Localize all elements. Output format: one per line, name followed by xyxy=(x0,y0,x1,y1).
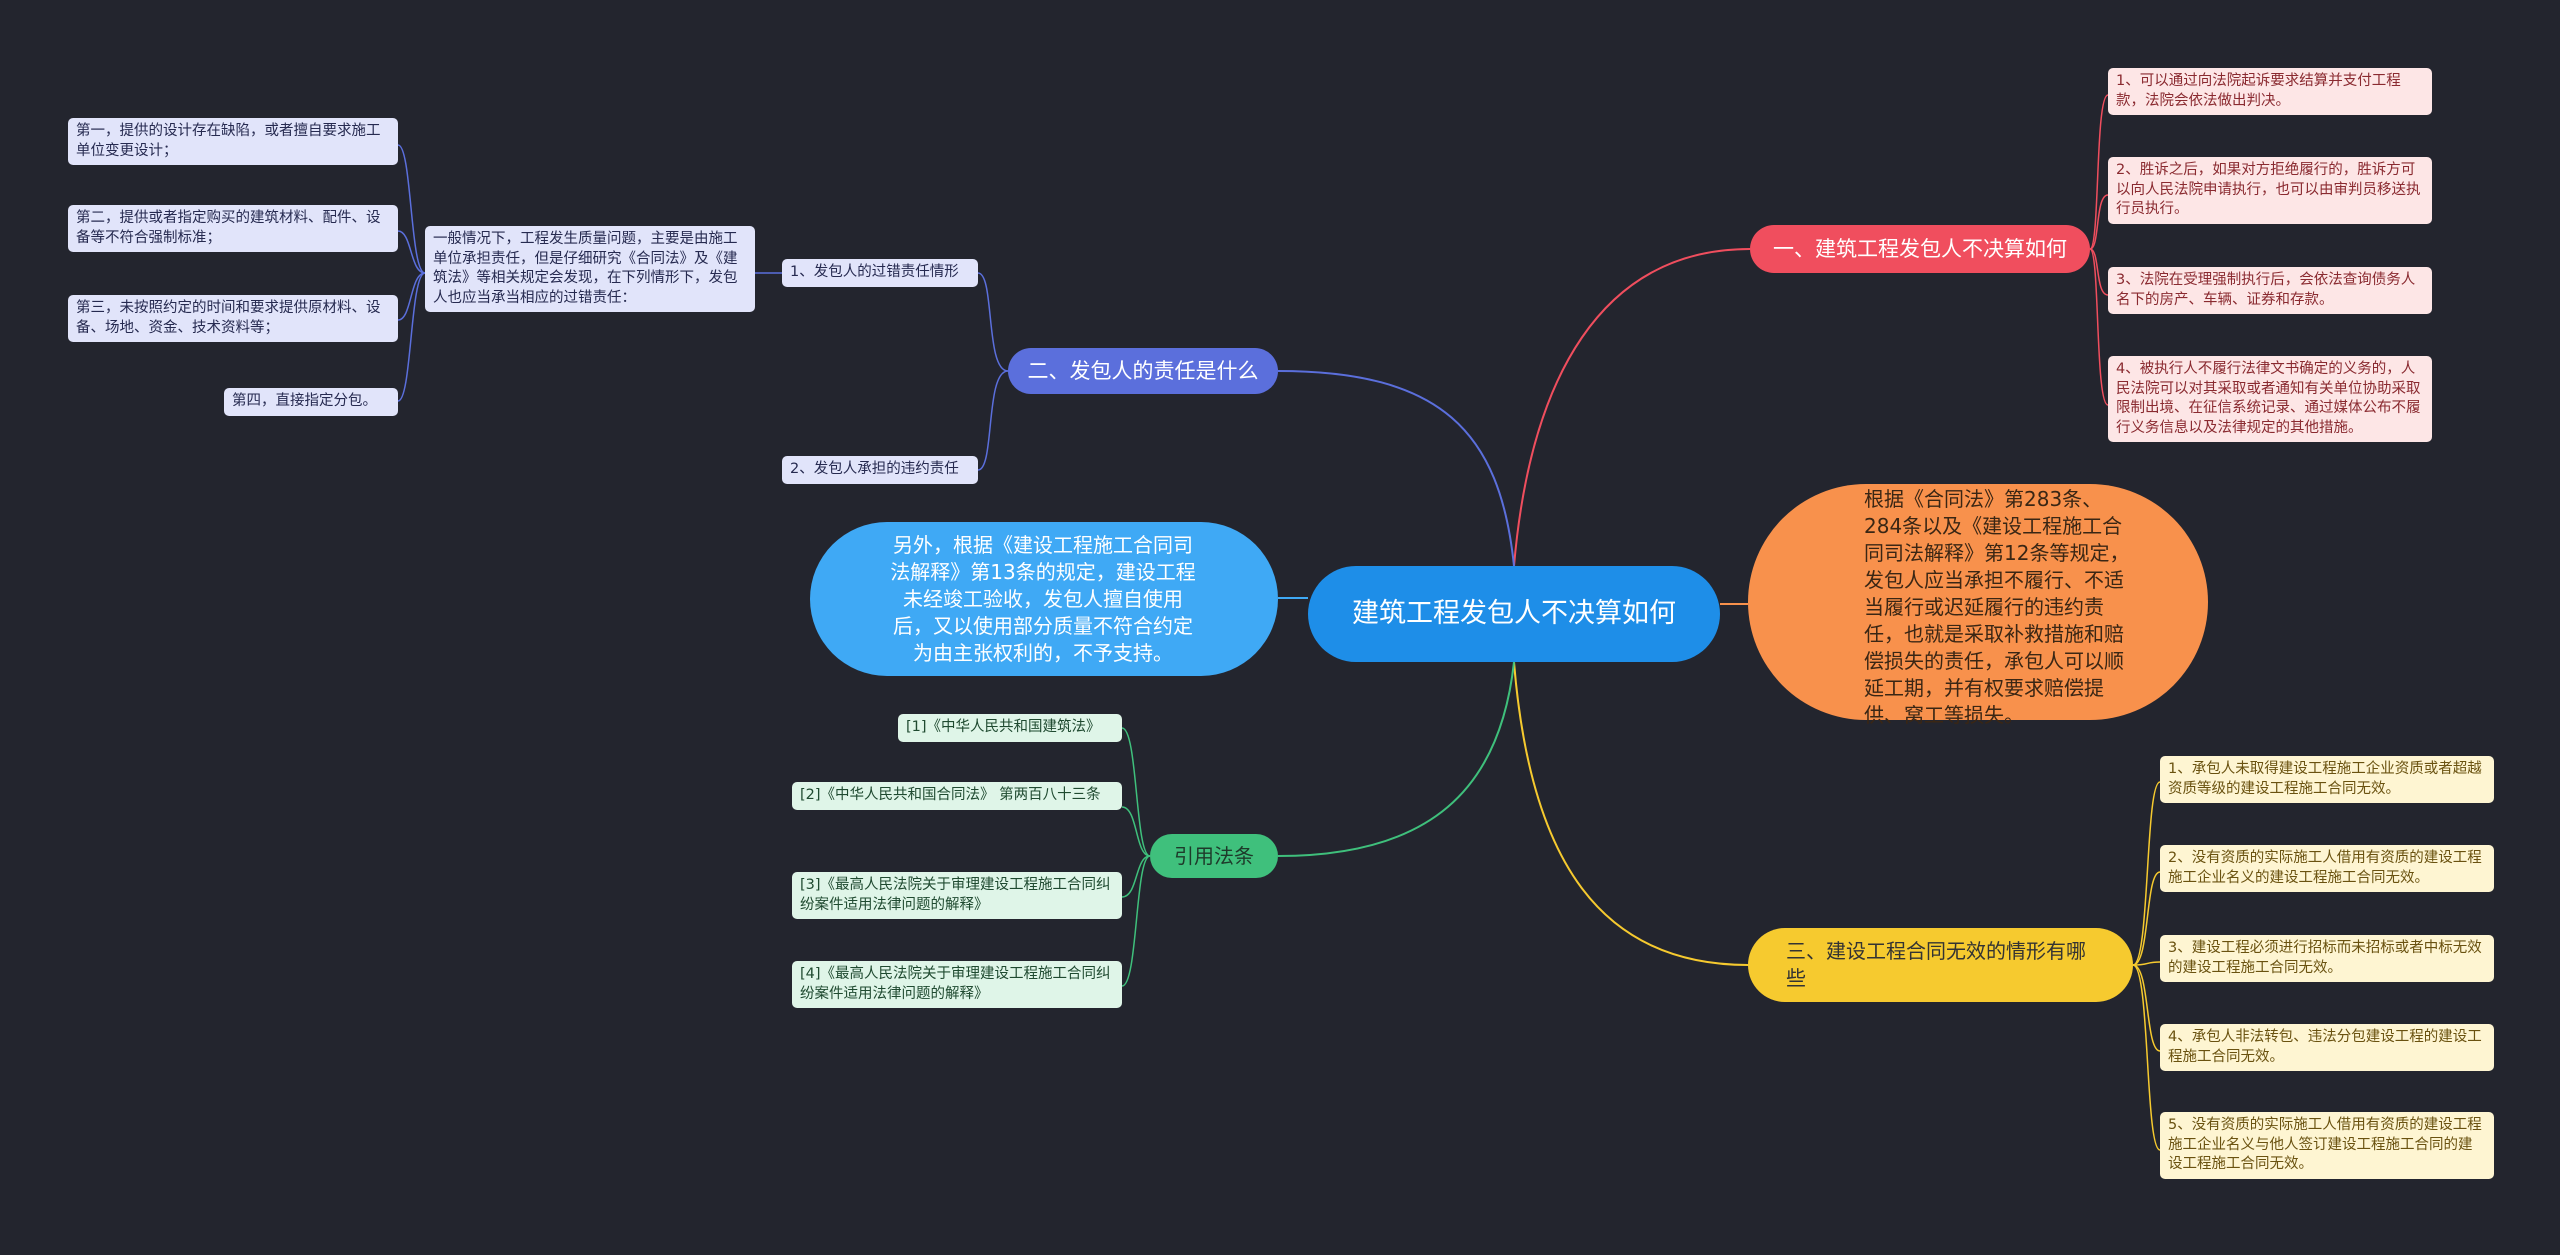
contract-law-note[interactable]: 根据《合同法》第283条、284条以及《建设工程施工合同司法解释》第12条等规定… xyxy=(1748,484,2208,727)
fault-liability-explanation[interactable]: 一般情况下，工程发生质量问题，主要是由施工单位承担责任，但是仔细研究《合同法》及… xyxy=(425,226,755,313)
citation-1[interactable]: [1]《中华人民共和国建筑法》 xyxy=(898,714,1122,742)
fault-case-2[interactable]: 第二，提供或者指定购买的建筑材料、配件、设备等不符合强制标准； xyxy=(68,205,398,253)
link-center-branch4 xyxy=(1277,661,1515,857)
fault-case-4[interactable]: 第四，直接指定分包。 xyxy=(224,388,398,416)
citation-3[interactable]: [3]《最高人民法院关于审理建设工程施工合同纠纷案件适用法律问题的解释》 xyxy=(792,872,1122,920)
breach-liability-topic[interactable]: 2、发包人承担的违约责任 xyxy=(782,456,978,484)
fault-case-3[interactable]: 第三，未按照约定的时间和要求提供原材料、设备、场地、资金、技术资料等； xyxy=(68,295,398,343)
settlement-item-1[interactable]: 1、可以通过向法院起诉要求结算并支付工程款，法院会依法做出判决。 xyxy=(2108,68,2432,116)
citation-4[interactable]: [4]《最高人民法院关于审理建设工程施工合同纠纷案件适用法律问题的解释》 xyxy=(792,961,1122,1009)
link-center-branch1 xyxy=(1513,248,1751,567)
link-center-branch3 xyxy=(1513,661,1749,966)
fault-liability-topic[interactable]: 1、发包人的过错责任情形 xyxy=(782,259,978,287)
invalid-case-3[interactable]: 3、建设工程必须进行招标而未招标或者中标无效的建设工程施工合同无效。 xyxy=(2160,935,2494,983)
fault-case-1[interactable]: 第一，提供的设计存在缺陷，或者擅自要求施工单位变更设计； xyxy=(68,118,398,166)
invalid-case-4[interactable]: 4、承包人非法转包、违法分包建设工程的建设工程施工合同无效。 xyxy=(2160,1024,2494,1072)
citation-2[interactable]: [2]《中华人民共和国合同法》 第两百八十三条 xyxy=(792,782,1122,810)
settlement-item-3[interactable]: 3、法院在受理强制执行后，会依法查询债务人名下的房产、车辆、证券和存款。 xyxy=(2108,267,2432,315)
settlement-item-4[interactable]: 4、被执行人不履行法律文书确定的义务的，人民法院可以对其采取或者通知有关单位协助… xyxy=(2108,356,2432,443)
settlement-item-2[interactable]: 2、胜诉之后，如果对方拒绝履行的，胜诉方可以向人民法院申请执行，也可以由审判员移… xyxy=(2108,157,2432,224)
invalid-case-2[interactable]: 2、没有资质的实际施工人借用有资质的建设工程施工企业名义的建设工程施工合同无效。 xyxy=(2160,845,2494,893)
invalid-case-1[interactable]: 1、承包人未取得建设工程施工企业资质或者超越资质等级的建设工程施工合同无效。 xyxy=(2160,756,2494,804)
branch-cited-laws[interactable]: 引用法条 xyxy=(1150,834,1278,878)
branch-invalid-contract[interactable]: 三、建设工程合同无效的情形有哪些 xyxy=(1748,928,2133,1002)
link-center-branch2 xyxy=(1277,370,1515,567)
branch-employer-liability[interactable]: 二、发包人的责任是什么 xyxy=(1008,348,1278,394)
invalid-case-5[interactable]: 5、没有资质的实际施工人借用有资质的建设工程施工企业名义与他人签订建设工程施工合… xyxy=(2160,1112,2494,1179)
central-topic[interactable]: 建筑工程发包人不决算如何 xyxy=(1308,566,1720,662)
acceptance-note[interactable]: 另外，根据《建设工程施工合同司法解释》第13条的规定，建设工程未经竣工验收，发包… xyxy=(810,522,1278,676)
branch-settlement[interactable]: 一、建筑工程发包人不决算如何 xyxy=(1750,225,2090,273)
